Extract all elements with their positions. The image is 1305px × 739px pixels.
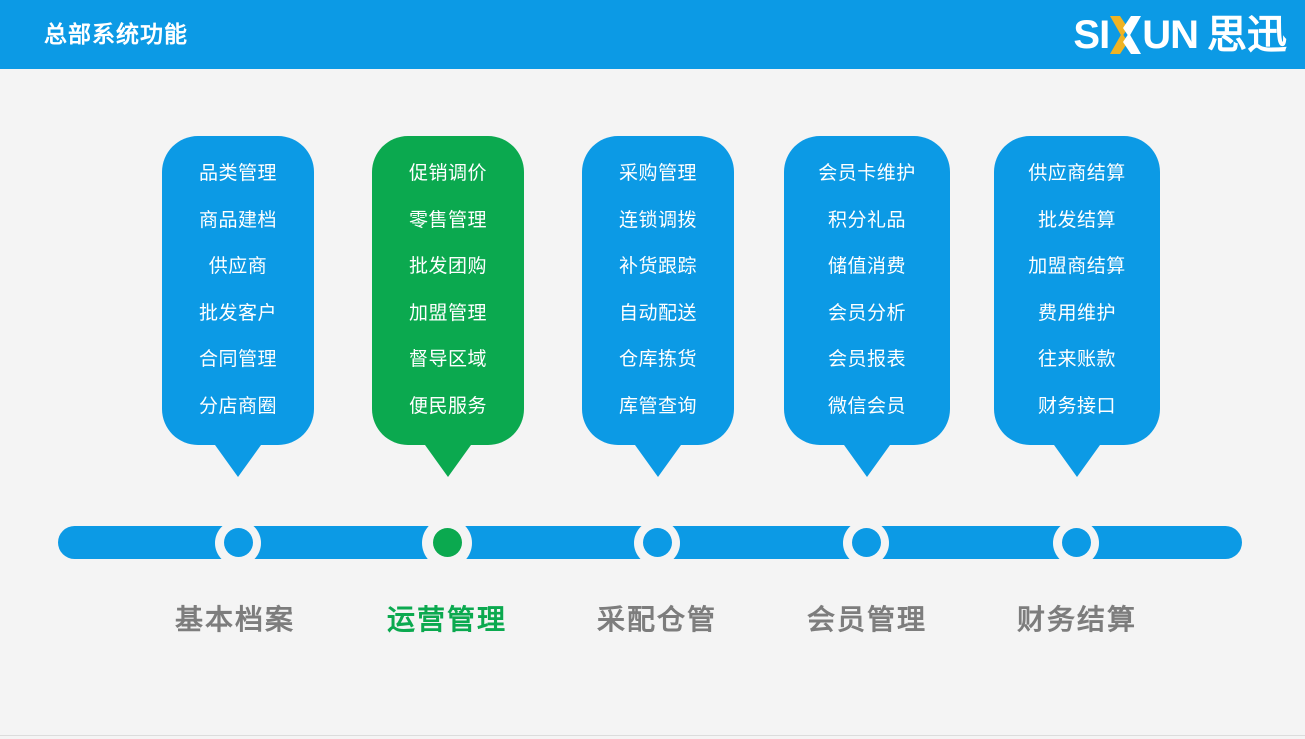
feature-bubble[interactable]: 会员卡维护 积分礼品 储值消费 会员分析 会员报表 微信会员 — [784, 136, 950, 445]
feature-item[interactable]: 会员分析 — [827, 302, 906, 324]
diagram-stage: 品类管理 商品建档 供应商 批发客户 合同管理 分店商圈 促销调价 零售管理 批… — [0, 69, 1305, 739]
feature-item[interactable]: 加盟商结算 — [1028, 256, 1126, 277]
timeline-node-dot — [432, 528, 462, 557]
feature-item[interactable]: 加盟管理 — [408, 302, 487, 324]
timeline-node-2[interactable] — [422, 517, 472, 568]
logo-latin-right: UN — [1142, 12, 1199, 57]
feature-item[interactable]: 财务接口 — [1037, 395, 1116, 417]
bubble-tail-icon — [839, 438, 895, 477]
timeline-node-3[interactable] — [634, 519, 680, 566]
timeline-node-5[interactable] — [1053, 519, 1099, 566]
bubble-tail-icon — [1049, 438, 1105, 477]
feature-item[interactable]: 零售管理 — [408, 209, 487, 231]
feature-item[interactable]: 连锁调拨 — [618, 209, 697, 231]
feature-item[interactable]: 库管查询 — [618, 395, 697, 417]
feature-item[interactable]: 会员报表 — [827, 349, 906, 370]
feature-column-purchasing-warehouse: 采购管理 连锁调拨 补货跟踪 自动配送 仓库拣货 库管查询 — [553, 69, 763, 519]
logo-x-icon — [1110, 15, 1142, 55]
feature-item[interactable]: 供应商结算 — [1028, 163, 1126, 184]
bubble-tail-icon — [210, 438, 266, 477]
timeline-label-membership[interactable]: 会员管理 — [806, 604, 927, 635]
timeline-label-finance-settlement[interactable]: 财务结算 — [1016, 604, 1137, 635]
feature-item[interactable]: 品类管理 — [198, 163, 277, 184]
feature-bubble[interactable]: 采购管理 连锁调拨 补货跟踪 自动配送 仓库拣货 库管查询 — [582, 136, 734, 445]
feature-item[interactable]: 商品建档 — [198, 209, 277, 231]
feature-item[interactable]: 储值消费 — [827, 256, 906, 277]
timeline-node-4[interactable] — [843, 519, 889, 566]
app-header: 总部系统功能 SI UN 思迅 — [0, 0, 1305, 69]
feature-item[interactable]: 会员卡维护 — [818, 163, 916, 184]
feature-item[interactable]: 自动配送 — [618, 302, 697, 324]
feature-item[interactable]: 合同管理 — [198, 349, 277, 370]
feature-bubble[interactable]: 供应商结算 批发结算 加盟商结算 费用维护 往来账款 财务接口 — [994, 136, 1160, 445]
feature-column-operations: 促销调价 零售管理 批发团购 加盟管理 督导区域 便民服务 — [343, 69, 553, 519]
feature-item[interactable]: 积分礼品 — [827, 209, 906, 231]
feature-bubbles: 品类管理 商品建档 供应商 批发客户 合同管理 分店商圈 促销调价 零售管理 批… — [0, 69, 1305, 519]
page-title: 总部系统功能 — [44, 21, 188, 47]
timeline-node-1[interactable] — [215, 519, 261, 566]
feature-item[interactable]: 供应商 — [208, 256, 268, 277]
feature-item[interactable]: 督导区域 — [408, 349, 487, 370]
timeline-label-basic-archive[interactable]: 基本档案 — [174, 604, 295, 635]
feature-item[interactable]: 批发结算 — [1037, 209, 1116, 231]
timeline-labels: 基本档案 运营管理 采配仓管 会员管理 财务结算 — [0, 596, 1305, 646]
feature-item[interactable]: 微信会员 — [827, 395, 906, 417]
feature-item[interactable]: 往来账款 — [1037, 349, 1116, 370]
bubble-tail-icon — [630, 438, 686, 477]
feature-item[interactable]: 批发团购 — [408, 256, 487, 277]
sixun-brand-logo: SI UN 思迅 — [1073, 0, 1287, 69]
logo-latin-left: SI — [1073, 12, 1110, 57]
feature-item[interactable]: 费用维护 — [1037, 302, 1116, 324]
feature-item[interactable]: 采购管理 — [618, 163, 697, 184]
feature-item[interactable]: 促销调价 — [408, 163, 487, 184]
bottom-divider — [0, 735, 1305, 736]
feature-item[interactable]: 分店商圈 — [198, 395, 277, 417]
feature-column-basic-archive: 品类管理 商品建档 供应商 批发客户 合同管理 分店商圈 — [133, 69, 343, 519]
timeline-node-dot — [223, 528, 253, 557]
feature-item[interactable]: 仓库拣货 — [618, 349, 697, 370]
timeline-node-dot — [642, 528, 672, 557]
feature-bubble[interactable]: 品类管理 商品建档 供应商 批发客户 合同管理 分店商圈 — [162, 136, 314, 445]
timeline-node-dot — [851, 528, 881, 557]
bubble-tail-icon — [420, 438, 476, 477]
feature-item[interactable]: 批发客户 — [198, 302, 277, 324]
timeline-node-dot — [1061, 528, 1091, 557]
timeline-label-operations[interactable]: 运营管理 — [386, 604, 507, 635]
feature-item[interactable]: 便民服务 — [408, 395, 487, 417]
timeline-track — [58, 517, 1242, 568]
feature-column-finance-settlement: 供应商结算 批发结算 加盟商结算 费用维护 往来账款 财务接口 — [972, 69, 1182, 519]
feature-bubble[interactable]: 促销调价 零售管理 批发团购 加盟管理 督导区域 便民服务 — [372, 136, 524, 445]
feature-item[interactable]: 补货跟踪 — [618, 256, 697, 277]
feature-column-membership: 会员卡维护 积分礼品 储值消费 会员分析 会员报表 微信会员 — [762, 69, 972, 519]
timeline-label-purchasing-warehouse[interactable]: 采配仓管 — [596, 604, 717, 635]
logo-cjk-text: 思迅 — [1207, 12, 1287, 57]
